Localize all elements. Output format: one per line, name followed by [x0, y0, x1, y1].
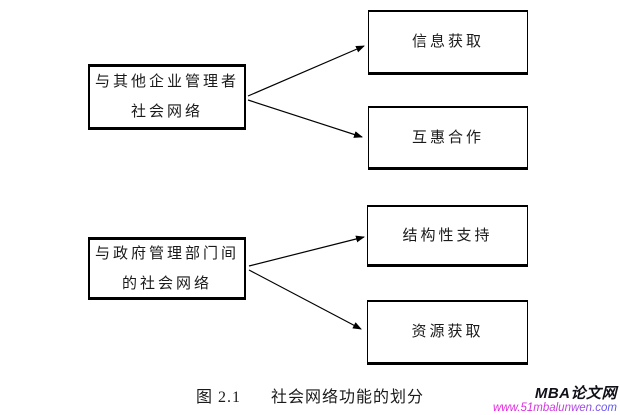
- arrow-managers-to-information: [247, 45, 365, 97]
- target-box-resource-acquisition: 资源获取: [367, 300, 528, 365]
- target-box-mutual-cooperation: 互惠合作: [368, 106, 528, 170]
- target-box-label: 互惠合作: [411, 129, 484, 146]
- target-box-label: 结构性支持: [402, 227, 493, 244]
- target-box-label: 信息获取: [411, 34, 484, 50]
- source-box-line: 与政府管理部门间: [94, 245, 239, 262]
- source-box-line: 的社会网络: [121, 275, 212, 292]
- watermark: MBA论文网 www.51mbalunwen.com: [493, 386, 617, 414]
- source-box-line: 社会网络: [130, 104, 203, 120]
- figure-caption-number: 图 2.1: [195, 389, 241, 406]
- figure-caption-title: 社会网络功能的划分: [271, 389, 425, 406]
- target-box-structural-support: 结构性支持: [367, 205, 528, 267]
- source-box-enterprise-managers-network: 与其他企业管理者 社会网络: [88, 64, 246, 130]
- watermark-site-url[interactable]: www.51mbalunwen.com: [492, 401, 617, 414]
- arrow-managers-to-cooperation: [247, 99, 363, 138]
- target-box-label: 资源获取: [411, 324, 484, 340]
- watermark-site-name: MBA论文网: [534, 385, 617, 403]
- target-box-information-acquisition: 信息获取: [368, 10, 528, 75]
- arrow-government-to-structural: [248, 235, 365, 267]
- source-box-government-network: 与政府管理部门间 的社会网络: [88, 237, 246, 300]
- figure-caption: 图 2.1 社会网络功能的划分: [120, 383, 500, 407]
- source-box-line: 与其他企业管理者: [94, 74, 239, 90]
- arrow-government-to-resource: [248, 269, 362, 330]
